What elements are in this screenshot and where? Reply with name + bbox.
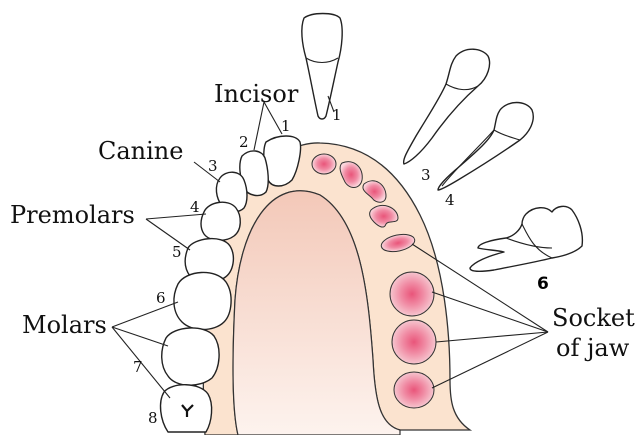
socket-molar-3	[394, 372, 434, 408]
number-2: 2	[239, 133, 249, 151]
number-1: 1	[281, 117, 291, 135]
socket-leader-2	[432, 292, 548, 332]
number-3: 3	[208, 157, 218, 175]
number-8: 8	[148, 409, 158, 427]
label-socket: Socket	[552, 304, 635, 332]
label-of-jaw: of jaw	[556, 334, 630, 362]
number-3-extracted: 3	[421, 166, 431, 184]
tooth-molar-2	[162, 328, 219, 385]
premolar-leader-2	[146, 219, 190, 250]
socket-molar-1	[390, 272, 434, 316]
number-6: 6	[156, 289, 166, 307]
label-premolars: Premolars	[10, 201, 135, 229]
molar-leader-1	[112, 302, 178, 327]
number-5: 5	[172, 243, 182, 261]
extracted-canine	[404, 49, 490, 164]
label-canine: Canine	[98, 137, 183, 165]
label-molars: Molars	[22, 311, 107, 339]
socket-molar-2	[392, 320, 436, 364]
extracted-premolar	[438, 103, 533, 191]
number-4: 4	[190, 198, 200, 216]
number-7: 7	[133, 358, 143, 376]
tooth-premolar-1	[201, 202, 240, 240]
extracted-incisor	[302, 14, 342, 120]
tooth-molar-1	[174, 272, 231, 329]
label-incisor: Incisor	[214, 80, 299, 108]
number-1-extracted: 1	[332, 106, 342, 124]
number-4-extracted: 4	[445, 191, 455, 209]
extracted-molar	[470, 206, 582, 271]
number-6-extracted: 6	[537, 274, 549, 294]
socket-incisor-1	[312, 154, 336, 174]
incisor-leader-2	[254, 102, 264, 150]
